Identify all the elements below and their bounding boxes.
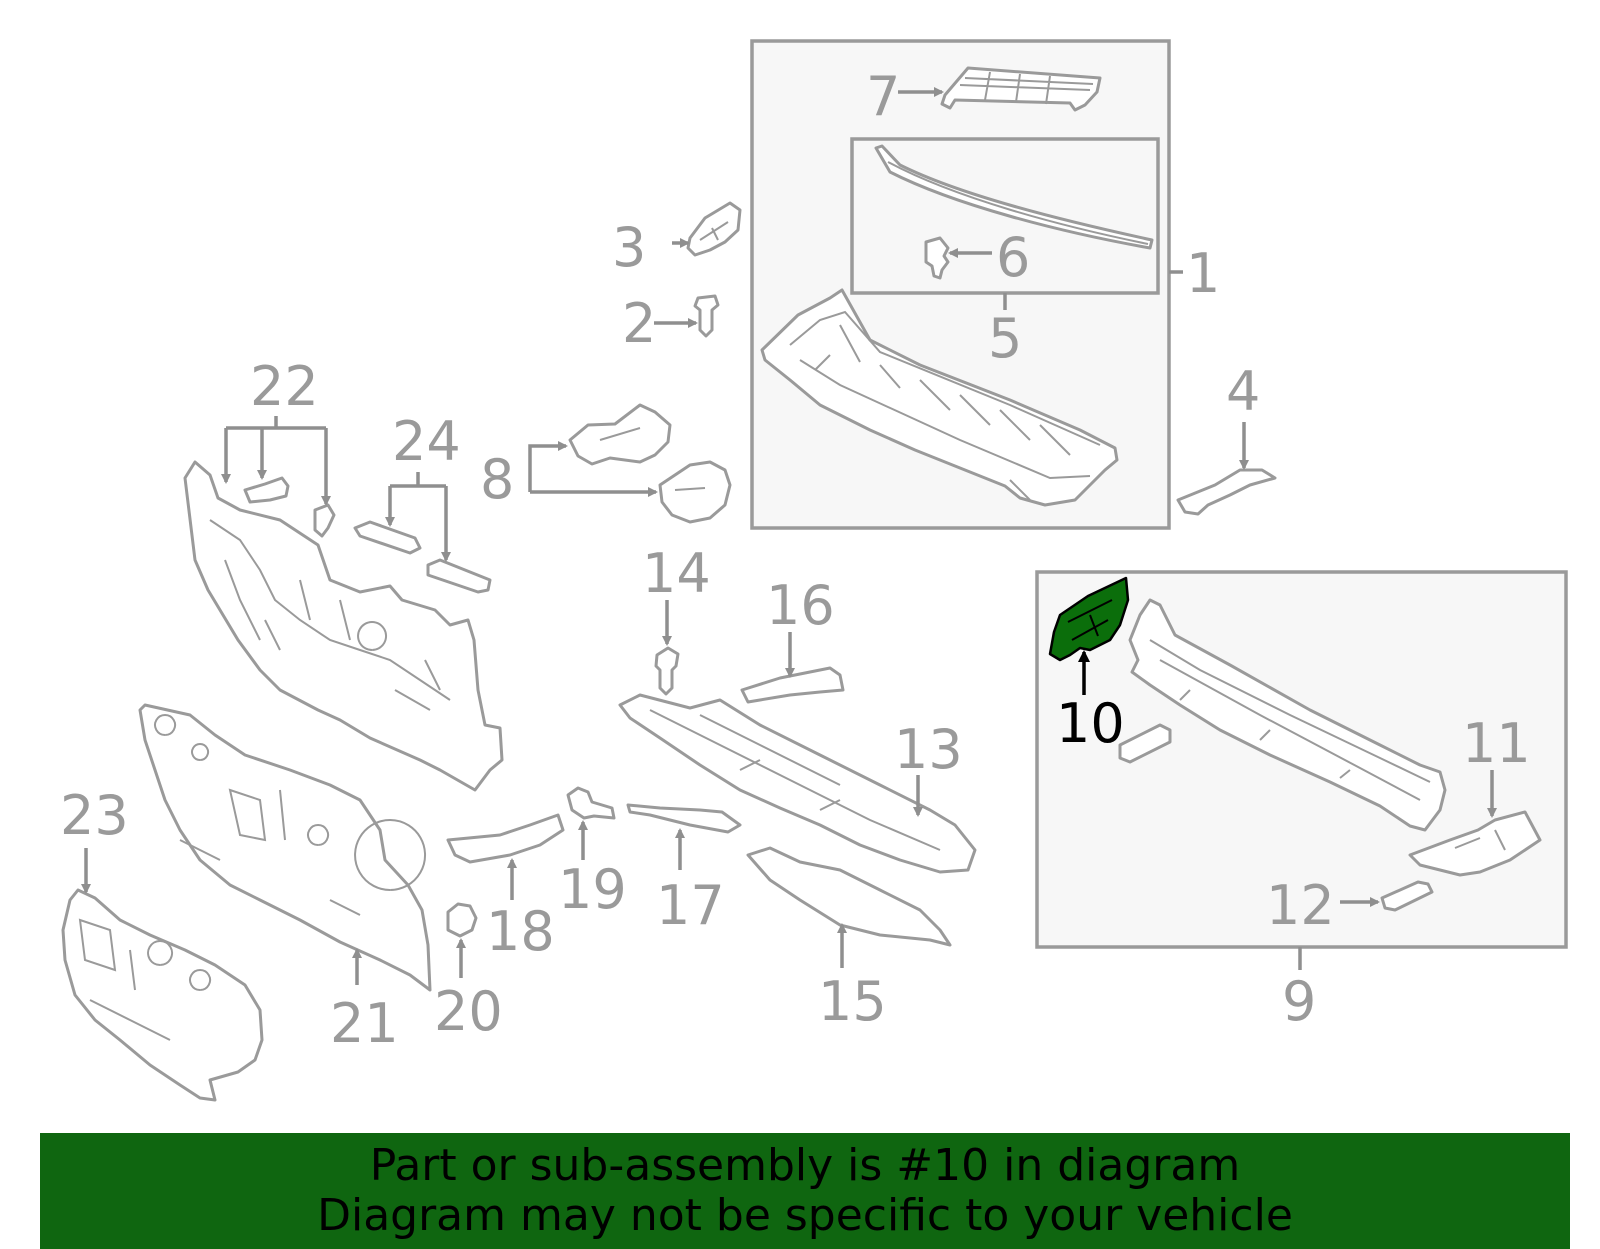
part-11-bracket[interactable] [1408, 810, 1542, 877]
callout-16: 16 [766, 574, 835, 637]
part-21-insulator[interactable] [138, 703, 432, 992]
cowl-inner-panel[interactable] [1128, 598, 1447, 832]
dash-panel-upper[interactable] [183, 460, 504, 792]
part-23-insulator[interactable] [61, 888, 264, 1102]
part-8-brackets[interactable] [568, 403, 732, 524]
banner-line-2: Diagram may not be specific to your vehi… [317, 1190, 1293, 1241]
callout-22: 22 [250, 355, 319, 418]
part-14-bolt[interactable] [654, 646, 680, 696]
callout-15: 15 [818, 970, 887, 1033]
callout-10: 10 [1056, 692, 1125, 755]
part-3-bracket[interactable] [686, 201, 742, 257]
parts-diagram: 1 2 3 4 5 6 7 8 9 10 11 12 13 14 15 16 1… [60, 39, 1568, 1102]
cowl-top-panel[interactable] [760, 288, 1119, 507]
part-16-bracket[interactable] [740, 666, 845, 704]
callout-17: 17 [656, 874, 725, 937]
callout-9: 9 [1282, 970, 1316, 1033]
part-18-bracket[interactable] [446, 813, 565, 864]
callout-8: 8 [480, 448, 514, 511]
callout-19: 19 [558, 858, 627, 921]
callout-13: 13 [894, 718, 963, 781]
callout-18: 18 [486, 900, 555, 963]
pad-near-10[interactable] [1118, 723, 1172, 764]
callout-3: 3 [612, 216, 646, 279]
part-6-clip[interactable] [924, 236, 950, 280]
callout-4: 4 [1226, 360, 1260, 423]
callout-1: 1 [1186, 242, 1220, 305]
banner-line-1: Part or sub-assembly is #10 in diagram [369, 1140, 1241, 1191]
callout-12: 12 [1266, 874, 1335, 937]
callout-20: 20 [434, 980, 503, 1043]
callout-11: 11 [1462, 712, 1531, 775]
part-4-bracket[interactable] [1176, 468, 1277, 516]
part-2-screw[interactable] [693, 294, 720, 338]
callout-24: 24 [392, 410, 461, 473]
part-7-grille[interactable] [940, 66, 1102, 112]
callout-2: 2 [622, 292, 656, 355]
callout-23: 23 [60, 784, 129, 847]
callout-7: 7 [866, 65, 900, 128]
part-5-weatherstrip[interactable] [874, 144, 1154, 250]
part-20-nut[interactable] [446, 902, 478, 938]
part-10-highlighted[interactable] [1048, 576, 1130, 662]
callout-5: 5 [988, 307, 1022, 370]
part-19-bolt[interactable] [566, 786, 616, 820]
callout-6: 6 [996, 226, 1030, 289]
part-24-pads[interactable] [353, 520, 492, 594]
callout-21: 21 [330, 992, 399, 1055]
part-12-pad[interactable] [1380, 880, 1434, 912]
part-17-reinforcement[interactable] [626, 803, 742, 834]
info-banner: Part or sub-assembly is #10 in diagram D… [40, 1133, 1570, 1249]
part-22-fasteners[interactable] [243, 476, 336, 538]
part-13-cowl-panel[interactable] [618, 693, 977, 874]
callout-14: 14 [642, 542, 711, 605]
part-15-panel[interactable] [746, 846, 952, 947]
